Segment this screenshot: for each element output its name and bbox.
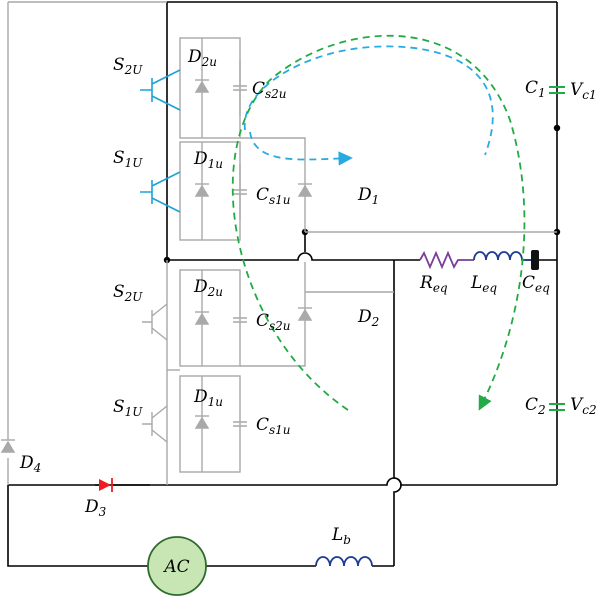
- bot-d1u-diode: [194, 416, 210, 429]
- cs2u-bottom-label: Cs2u: [256, 311, 291, 333]
- active-switches: [140, 69, 181, 213]
- leq-inductor: [473, 251, 532, 261]
- top-d1u-diode: [194, 184, 210, 197]
- d2-diode: [297, 308, 313, 321]
- d4-diode: [0, 440, 16, 453]
- d1-diode: [297, 184, 313, 197]
- vc1-label: Vc1: [570, 80, 597, 102]
- d1-upper-wire: [240, 137, 306, 232]
- s1u-bottom-label: S1U: [113, 397, 143, 419]
- bottom-s2u-transistor: [142, 303, 168, 341]
- cs2u-top-label: Cs2u: [252, 79, 287, 101]
- d2-label: D2: [357, 307, 379, 329]
- bot-cs2u-capacitor: [233, 317, 247, 323]
- cs1u-top-label: Cs1u: [256, 185, 291, 207]
- top-s1u-transistor: [140, 171, 181, 213]
- s2u-bottom-label: S2U: [113, 282, 143, 304]
- top-cs2u-capacitor: [233, 85, 247, 91]
- lb-label: Lb: [331, 525, 351, 547]
- cs1u-bottom-label: Cs1u: [256, 415, 291, 437]
- d4-label: D4: [19, 453, 41, 475]
- d1u-bottom-label: D1u: [193, 387, 223, 409]
- vc2-label: Vc2: [570, 395, 597, 417]
- c1-capacitor: [549, 86, 565, 94]
- ac-left-wire: [7, 485, 148, 567]
- ceq-label: Ceq: [522, 273, 550, 295]
- bottom-rail-wire: [95, 477, 557, 486]
- top-d2u-diode: [194, 80, 210, 93]
- leq-label: Leq: [470, 273, 497, 295]
- ac-source-label: AC: [162, 557, 189, 577]
- ceq-capacitor: [531, 250, 539, 270]
- inactive-wiring: [7, 1, 557, 485]
- bottom-module-1-box: [179, 375, 241, 473]
- d3-label: D3: [84, 497, 107, 519]
- mid-horizontal-wire: [167, 252, 420, 261]
- s1u-top-label: S1U: [113, 148, 143, 170]
- s2u-top-label: S2U: [113, 55, 143, 77]
- bot-d2u-diode: [194, 312, 210, 325]
- green-current-path: [231, 34, 526, 411]
- req-resistor: [419, 250, 474, 270]
- inactive-components: [0, 79, 313, 453]
- ac-source: [147, 536, 207, 596]
- top-cs1u-capacitor: [233, 189, 247, 195]
- bottom-s1u-transistor: [142, 405, 168, 443]
- d2u-bottom-label: D2u: [193, 277, 223, 299]
- c1-label: C1: [525, 78, 546, 100]
- top-s2u-transistor: [140, 69, 181, 111]
- d1-label: D1: [357, 185, 379, 207]
- c2-capacitor: [549, 403, 565, 411]
- bot-cs1u-capacitor: [233, 421, 247, 427]
- component-labels: S2U D2u Cs2u S1U D1u Cs1u D1 S2U D2u Cs2…: [19, 47, 597, 547]
- d2-wire: [240, 262, 306, 367]
- req-label: Req: [419, 273, 448, 295]
- d2u-top-label: D2u: [187, 47, 217, 69]
- c2-label: C2: [525, 395, 546, 417]
- d1u-top-label: D1u: [193, 149, 223, 171]
- blue-current-loop: [243, 45, 494, 156]
- d3-diode: [99, 479, 111, 491]
- junction-dot: [553, 124, 561, 132]
- snubber-capacitors: [233, 85, 247, 427]
- lb-inductor: [315, 556, 373, 567]
- dc-link-capacitors: [549, 86, 565, 411]
- return-vertical-wire: [393, 260, 402, 566]
- blue-current-arrow: [249, 131, 353, 166]
